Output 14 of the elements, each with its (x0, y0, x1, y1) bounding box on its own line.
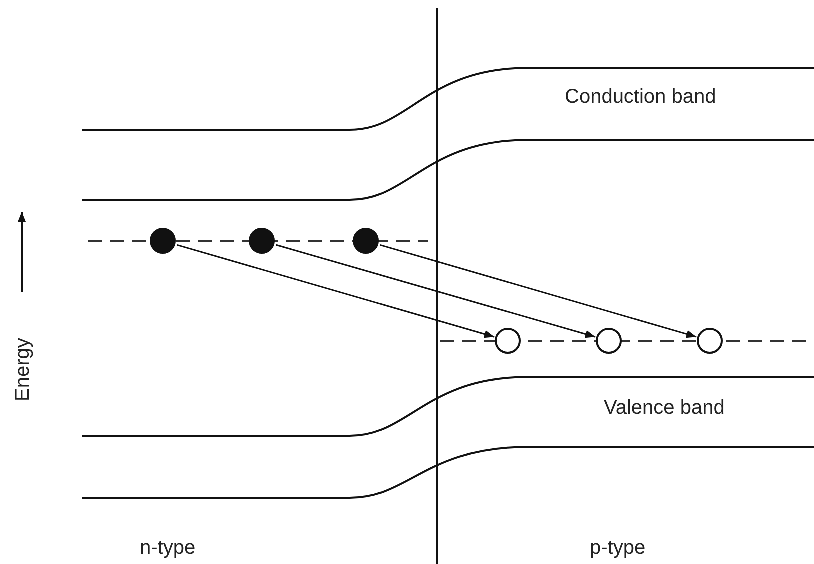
band-label: Conduction band (565, 87, 716, 107)
open-circle (495, 328, 521, 354)
open-circle (596, 328, 622, 354)
band-label: Valence band (604, 398, 725, 418)
axis-label: Energy (13, 338, 33, 402)
filled-circle (353, 228, 379, 254)
open-circle (697, 328, 723, 354)
arrow (177, 244, 495, 338)
region-label: n-type (140, 538, 196, 558)
filled-circle (150, 228, 176, 254)
region-label: p-type (590, 538, 646, 558)
arrow (276, 244, 596, 338)
arrow (380, 244, 697, 338)
filled-circle (249, 228, 275, 254)
